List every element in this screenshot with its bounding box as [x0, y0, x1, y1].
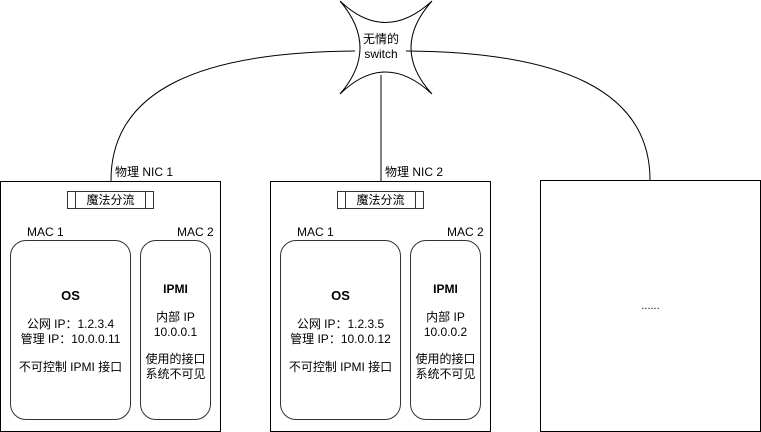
mac1-label: MAC 1 — [297, 225, 334, 239]
ipmi-internal-label: 内部 IP — [426, 310, 465, 324]
splitter-1: 魔法分流 — [67, 191, 154, 209]
switch-label-line2: switch — [364, 47, 398, 61]
link-switch-to-nic1 — [110, 50, 356, 183]
ipmi-note1: 使用的接口 — [415, 352, 476, 366]
switch-label-line1: 无情的 — [362, 32, 399, 46]
os-public-ip: 公网 IP：1.2.3.4 — [26, 317, 115, 331]
ipmi-box: IPMI 内部 IP 10.0.0.1 使用的接口 系统不可见 — [140, 240, 211, 420]
ipmi-title: IPMI — [163, 282, 188, 296]
os-title: OS — [331, 288, 350, 303]
switch-label: 无情的 switch — [356, 32, 406, 62]
server-3-placeholder: ...... — [540, 180, 761, 432]
mac1-label: MAC 1 — [27, 225, 64, 239]
mac2-label: MAC 2 — [447, 225, 484, 239]
os-box: OS 公网 IP：1.2.3.5 管理 IP：10.0.0.12 不可控制 IP… — [280, 240, 401, 420]
ipmi-note2: 系统不可见 — [145, 367, 206, 381]
ipmi-box: IPMI 内部 IP 10.0.0.2 使用的接口 系统不可见 — [410, 240, 481, 420]
os-title: OS — [61, 288, 80, 303]
mac2-label: MAC 2 — [177, 225, 214, 239]
os-note: 不可控制 IPMI 接口 — [18, 360, 123, 374]
ipmi-internal-ip: 10.0.0.1 — [153, 325, 198, 339]
os-mgmt-ip: 管理 IP：10.0.0.12 — [290, 332, 391, 346]
os-public-ip: 公网 IP：1.2.3.5 — [296, 317, 385, 331]
os-mgmt-ip: 管理 IP：10.0.0.11 — [20, 332, 121, 346]
nic-label-1: 物理 NIC 1 — [115, 165, 174, 179]
ipmi-title: IPMI — [433, 282, 458, 296]
ipmi-note1: 使用的接口 — [145, 352, 206, 366]
splitter-label: 魔法分流 — [356, 193, 405, 207]
splitter-label: 魔法分流 — [86, 193, 135, 207]
splitter-2: 魔法分流 — [337, 191, 424, 209]
link-switch-to-server3 — [405, 50, 651, 181]
os-note: 不可控制 IPMI 接口 — [288, 360, 393, 374]
os-box: OS 公网 IP：1.2.3.4 管理 IP：10.0.0.11 不可控制 IP… — [10, 240, 131, 420]
nic-label-2: 物理 NIC 2 — [385, 165, 444, 179]
ipmi-internal-ip: 10.0.0.2 — [423, 325, 468, 339]
ipmi-note2: 系统不可见 — [415, 367, 476, 381]
ellipsis-label: ...... — [641, 300, 660, 312]
ipmi-internal-label: 内部 IP — [156, 310, 195, 324]
switch-shape — [339, 0, 433, 95]
